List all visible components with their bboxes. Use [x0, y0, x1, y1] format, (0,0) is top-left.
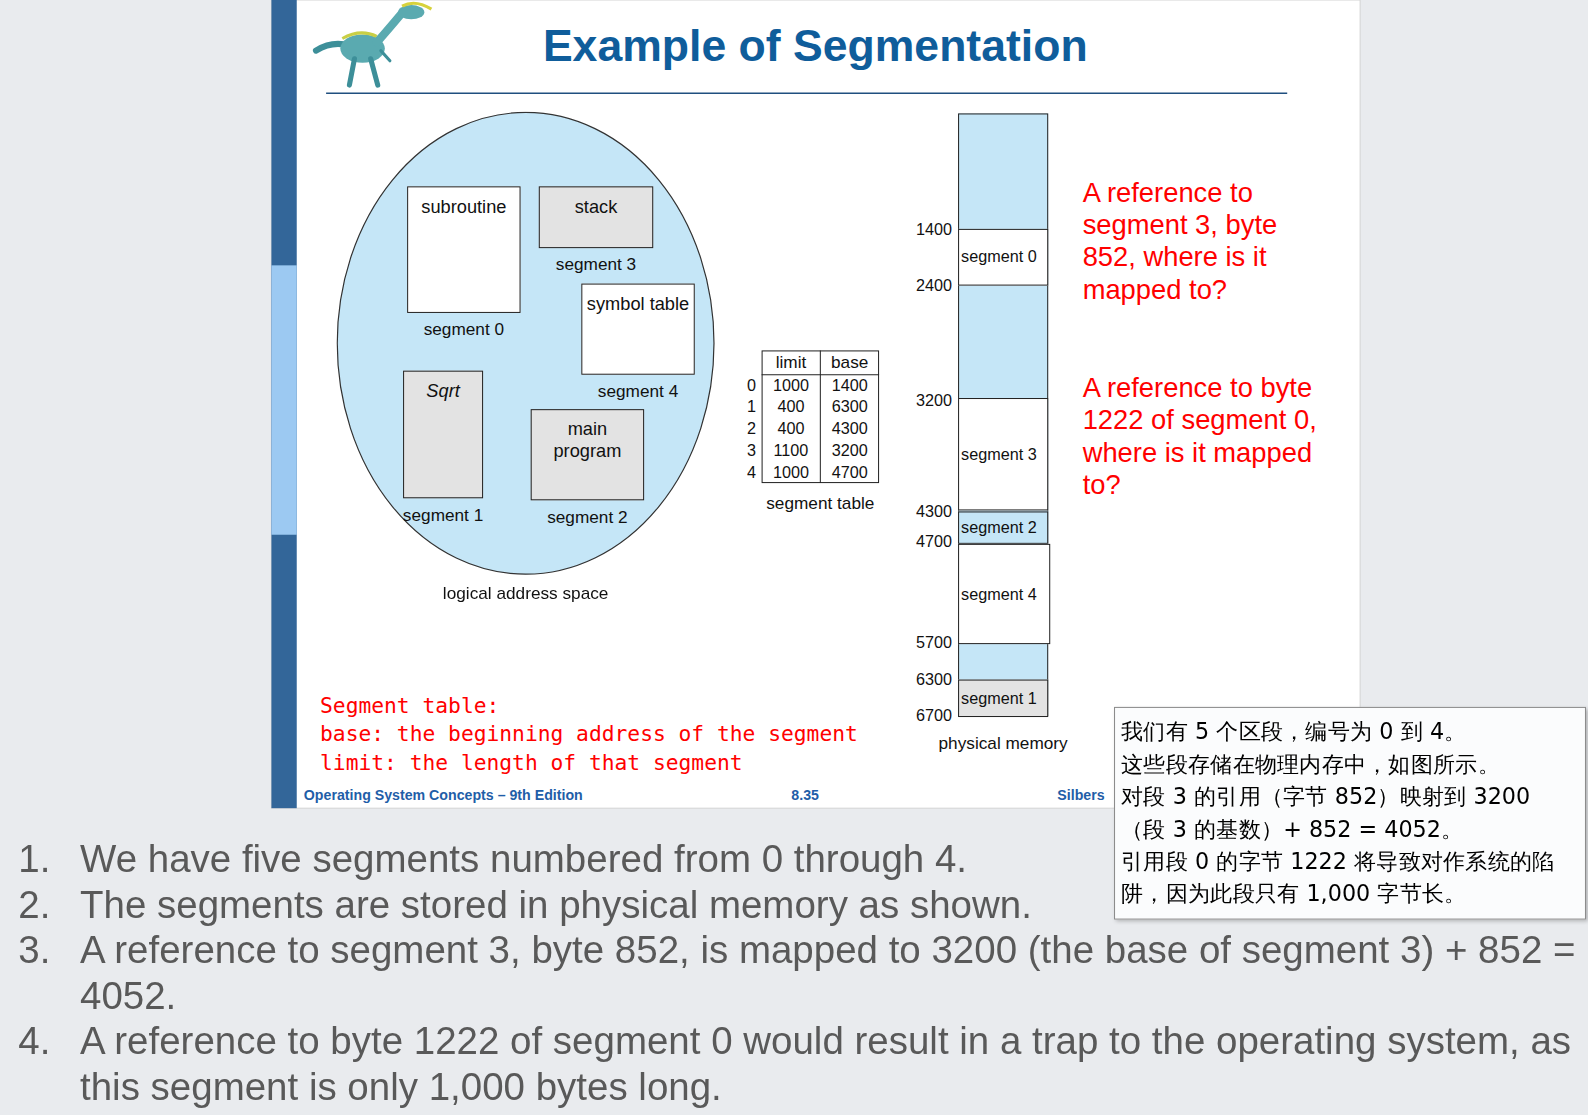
address-space-outline [337, 112, 714, 574]
base-cell: 4700 [820, 461, 879, 483]
list-number: 1. [18, 837, 50, 883]
legend-note: limit: the length of that segment [320, 748, 743, 776]
dinosaur-head-crest [402, 3, 431, 9]
memory-segment: segment 3 [958, 398, 1048, 510]
question-note: A reference to segment 3, byte 852, wher… [1083, 176, 1321, 306]
address-label: 5700 [897, 633, 952, 653]
list-number: 2. [18, 882, 50, 928]
caption-label: logical address space [265, 583, 786, 603]
page-number: 8.35 [785, 786, 826, 804]
slide-panel [271, 0, 1360, 808]
box-label: symbol table [582, 285, 693, 315]
footer-text: Operating System Concepts – 9th Edition [304, 786, 583, 804]
limit-cell: 400 [762, 418, 821, 440]
segment-label: segment 1 [959, 689, 1037, 707]
slide-title: Example of Segmentation [326, 18, 1304, 73]
tooltip-text: 我们有 5 个区段，编号为 0 到 4。 [1121, 716, 1579, 748]
table-grid-line [820, 350, 821, 483]
limit-cell: 400 [762, 396, 821, 418]
box-label: Sqrt [404, 372, 482, 402]
limit-cell: 1000 [762, 375, 821, 397]
list-item: A reference to segment 3, byte 852, is m… [80, 928, 1579, 1019]
segment-label: segment 2 [959, 519, 1037, 537]
segment-label: segment 0 [959, 248, 1037, 266]
segment-box: stacksegment 3 [539, 186, 653, 248]
tooltip-text: 引用段 0 的字节 1222 将导致对作系统的陷阱，因为此段只有 1,000 字… [1121, 846, 1579, 911]
table-background [762, 350, 879, 483]
segment-label: segment 3 [959, 445, 1037, 463]
legend-note: base: the beginning address of the segme… [320, 720, 858, 748]
memory-segment: segment 1 [958, 680, 1048, 717]
list-number: 4. [18, 1019, 50, 1065]
address-label: 6700 [897, 706, 952, 726]
dinosaur-arm [381, 51, 390, 61]
side-bar [271, 0, 296, 808]
base-cell: 6300 [820, 396, 879, 418]
side-bar-highlight [271, 265, 296, 534]
base-cell: 4300 [820, 418, 879, 440]
segment-box: subroutinesegment 0 [407, 186, 520, 313]
segment-box: symbol tablesegment 4 [581, 284, 694, 375]
dinosaur-crest [342, 33, 376, 39]
table-header: base [820, 350, 879, 374]
question-note: A reference to byte 1222 of segment 0, w… [1083, 372, 1321, 502]
row-index: 2 [741, 418, 761, 440]
footer-text: Silbers [1057, 786, 1104, 804]
row-index: 3 [741, 440, 761, 462]
caption-label: segment 4 [511, 382, 764, 402]
tooltip-text: 对段 3 的引用（字节 852）映射到 3200 （段 3 的基数）+ 852 … [1121, 781, 1579, 846]
list-number: 3. [18, 928, 50, 974]
title-rule [326, 92, 1287, 94]
caption-label: segment 1 [333, 505, 553, 525]
physical-memory: physical memorysegment 0segment 3segment… [958, 113, 1048, 716]
memory-segment: segment 0 [958, 229, 1048, 286]
address-label: 6300 [897, 669, 952, 689]
caption-label: segment 3 [469, 255, 723, 275]
box-label: subroutine [408, 187, 519, 217]
caption-label: segment 0 [337, 320, 590, 340]
segment-label: segment 4 [959, 585, 1037, 603]
limit-cell: 1100 [762, 440, 821, 462]
segment-box: main programsegment 2 [531, 409, 644, 500]
address-label: 4300 [897, 501, 952, 521]
caption-label: segment table [692, 494, 949, 514]
dinosaur-leg [371, 59, 378, 85]
tooltip-text: 这些段存储在物理内存中，如图所示。 [1121, 748, 1579, 780]
caption-label: segment 2 [461, 507, 714, 527]
memory-segment: segment 2 [958, 511, 1048, 543]
legend-note: Segment table: [320, 692, 499, 720]
address-label: 4700 [897, 532, 952, 552]
table-header: limit [762, 350, 821, 374]
address-label: 1400 [897, 220, 952, 240]
box-label: stack [540, 187, 652, 217]
address-space-ellipse: logical address spacesubroutinesegment 0… [336, 111, 715, 575]
box-label: main program [532, 410, 643, 462]
limit-cell: 1000 [762, 461, 821, 483]
dinosaur-head [398, 5, 424, 19]
list-item: A reference to byte 1222 of segment 0 wo… [80, 1019, 1579, 1110]
memory-segment: segment 4 [958, 544, 1050, 644]
table-grid-line [762, 374, 879, 375]
dinosaur-neck [377, 14, 401, 42]
row-index: 0 [741, 375, 761, 397]
caption-label: physical memory [888, 734, 1118, 754]
segment-box: Sqrtsegment 1 [403, 371, 483, 499]
dinosaur-leg [349, 59, 354, 85]
address-label: 3200 [897, 391, 952, 411]
address-label: 2400 [897, 275, 952, 295]
base-cell: 3200 [820, 440, 879, 462]
row-index: 1 [741, 396, 761, 418]
base-cell: 1400 [820, 375, 879, 397]
row-index: 4 [741, 461, 761, 483]
translation-tooltip: 我们有 5 个区段，编号为 0 到 4。这些段存储在物理内存中，如图所示。对段 … [1114, 707, 1586, 920]
